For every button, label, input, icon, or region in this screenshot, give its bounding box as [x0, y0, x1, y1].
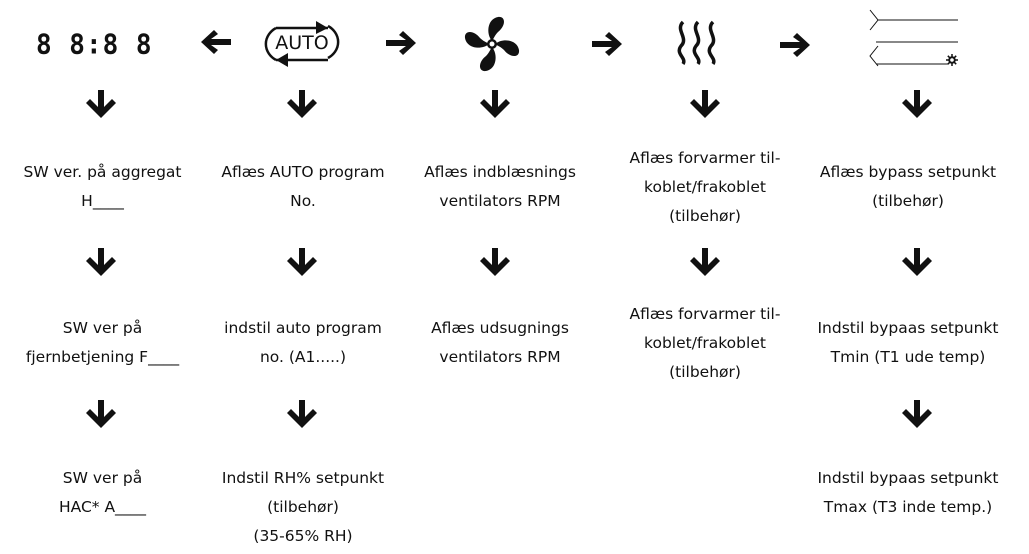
arrow-left-icon — [201, 30, 231, 54]
arrow-down-icon — [690, 248, 720, 276]
step-text: SW ver på HAC* A____ — [58, 469, 147, 516]
step-text: Indstil bypaas setpunkt Tmin (T1 ude tem… — [817, 319, 999, 366]
step-text: indstil auto program no. (A1.....) — [224, 319, 382, 366]
auto-program-icon: AUTO — [258, 20, 346, 67]
arrow-down-icon — [480, 248, 510, 276]
step-text: Aflæs forvarmer til- koblet/frakoblet (t… — [629, 305, 781, 381]
seven-segment-display-icon: 8 8:8 8 — [36, 29, 153, 61]
arrow-right-icon — [386, 31, 416, 55]
arrow-down-icon — [287, 400, 317, 428]
arrow-down-icon — [902, 248, 932, 276]
arrow-down-icon — [86, 90, 116, 118]
step-text: SW ver på fjernbetjening F____ — [25, 319, 180, 366]
step-text: Aflæs AUTO program No. — [221, 163, 385, 210]
step-text: Aflæs bypass setpunkt (tilbehør) — [819, 163, 997, 210]
arrow-down-icon — [287, 90, 317, 118]
step-text: Aflæs indblæsnings ventilators RPM — [424, 163, 576, 210]
arrow-down-icon — [86, 400, 116, 428]
arrow-down-icon — [86, 248, 116, 276]
fan-icon — [464, 16, 520, 72]
arrow-down-icon — [690, 90, 720, 118]
arrow-down-icon — [902, 90, 932, 118]
arrow-down-icon — [480, 90, 510, 118]
auto-label: AUTO — [275, 32, 329, 54]
preheater-icon — [677, 20, 716, 65]
step-text: Indstil RH% setpunkt (tilbehør) (35-65% … — [221, 469, 385, 545]
bypass-icon — [869, 9, 958, 67]
arrow-right-icon — [780, 33, 810, 57]
arrow-down-icon — [287, 248, 317, 276]
step-text: Indstil bypaas setpunkt Tmax (T3 inde te… — [817, 469, 999, 516]
step-text: Aflæs forvarmer til- koblet/frakoblet (t… — [629, 149, 781, 225]
step-text: SW ver. på aggregat H____ — [23, 163, 182, 210]
step-text: Aflæs udsugnings ventilators RPM — [431, 319, 569, 366]
arrow-down-icon — [902, 400, 932, 428]
arrow-right-icon — [592, 32, 622, 56]
